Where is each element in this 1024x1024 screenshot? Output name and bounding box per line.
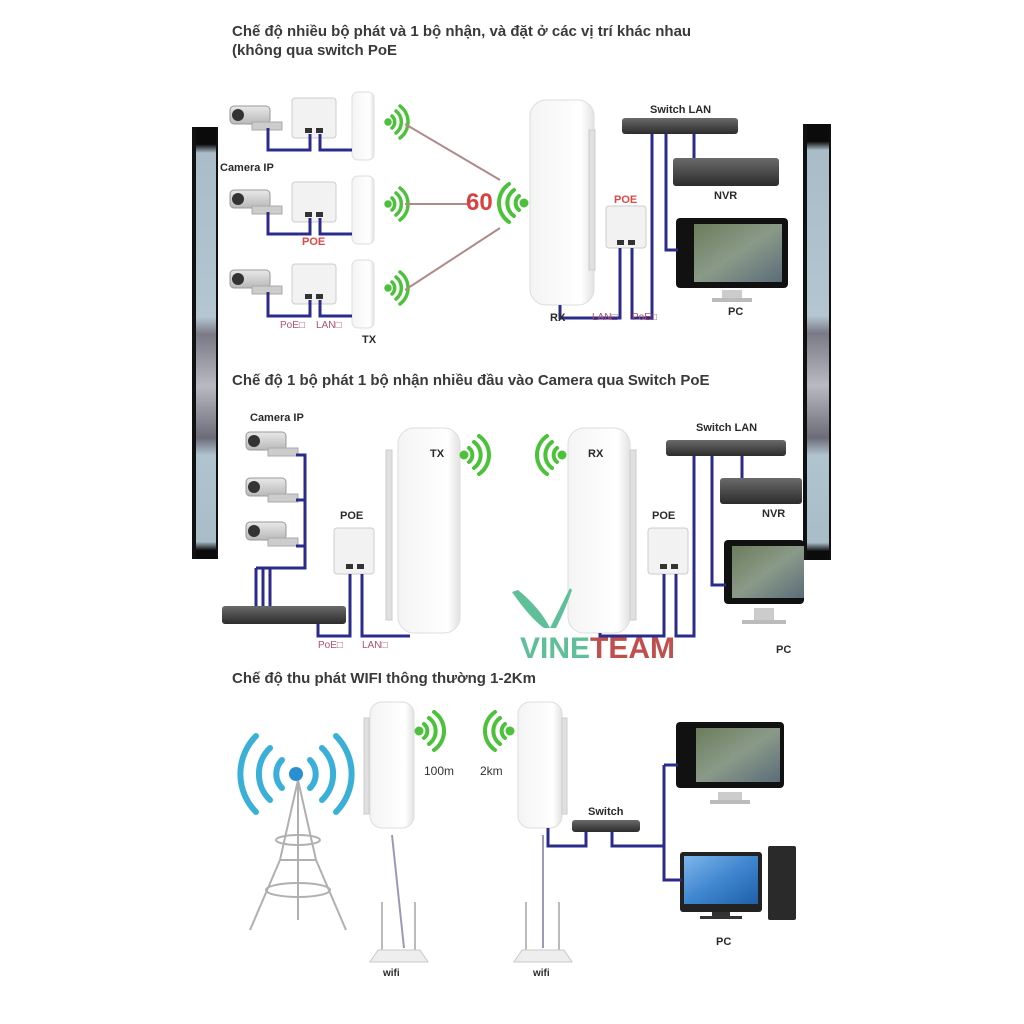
rx-access-point-icon bbox=[517, 701, 568, 829]
radio-tower-icon bbox=[249, 779, 347, 931]
tx-access-point-icon bbox=[351, 91, 375, 161]
wifi-left-label: wifi bbox=[383, 968, 400, 979]
rx-poe-device-label: POE bbox=[614, 194, 638, 206]
pc-label: PC bbox=[728, 306, 744, 318]
rx-poe-port-label: PoE□ bbox=[632, 312, 657, 323]
ip-camera-icon bbox=[229, 105, 283, 131]
poe-left-label: POE bbox=[340, 510, 364, 522]
ip-camera-icon bbox=[245, 431, 299, 457]
link-lines bbox=[404, 123, 501, 291]
section3-heading: Chế độ thu phát WIFI thông thường 1-2Km bbox=[232, 670, 536, 687]
poe-right-label: POE bbox=[652, 510, 676, 522]
nvr-label: NVR bbox=[762, 508, 786, 520]
switch-lan-label: Switch LAN bbox=[696, 422, 758, 434]
poe-injector-icon bbox=[291, 97, 337, 139]
surveillance-monitor-icon bbox=[676, 722, 784, 804]
tx-access-point-icon bbox=[363, 701, 415, 829]
section1-heading-line1: Chế độ nhiều bộ phát và 1 bộ nhận, và đặ… bbox=[232, 23, 692, 40]
wifi-signal-icon bbox=[414, 710, 447, 752]
switch-lan-icon bbox=[666, 440, 786, 456]
angle-label: 60 bbox=[466, 189, 493, 216]
desktop-pc-icon bbox=[680, 846, 796, 920]
wifi-router-icon bbox=[513, 835, 573, 963]
cables bbox=[546, 763, 682, 882]
cables bbox=[558, 134, 696, 320]
cables bbox=[266, 128, 352, 318]
nvr-icon bbox=[673, 158, 779, 186]
camera-ip-label: Camera IP bbox=[250, 412, 304, 424]
poe-injector-icon bbox=[647, 527, 689, 575]
lan-port-label: LAN□ bbox=[316, 320, 342, 331]
switch-lan-icon bbox=[622, 118, 738, 134]
lan-port-label: LAN□ bbox=[362, 640, 388, 651]
pc-monitor-icon bbox=[676, 218, 788, 302]
wing-logo-icon bbox=[512, 588, 572, 628]
wifi-router-icon bbox=[369, 834, 429, 963]
section1-heading: Chế độ nhiều bộ phát và 1 bộ nhận, và đặ… bbox=[232, 22, 691, 60]
wifi-signal-icon bbox=[496, 182, 529, 224]
tx-access-point-icon bbox=[385, 427, 461, 634]
nvr-icon bbox=[720, 478, 802, 504]
pc-monitor-icon bbox=[724, 540, 804, 624]
wifi-signal-icon bbox=[384, 104, 410, 140]
rx-lan-port-label: LAN□ bbox=[592, 312, 618, 323]
wifi-signal-icon bbox=[384, 270, 410, 306]
nvr-label: NVR bbox=[714, 190, 738, 202]
cables bbox=[316, 574, 410, 638]
right-background-panel bbox=[803, 124, 831, 560]
vineteam-watermark: VINETEAM bbox=[512, 588, 676, 666]
poe-port-label: PoE□ bbox=[280, 320, 305, 331]
tx-label: TX bbox=[362, 334, 377, 346]
wifi-signal-icon bbox=[459, 434, 492, 476]
ip-camera-icon bbox=[229, 189, 283, 215]
left-background-panel bbox=[192, 127, 218, 559]
tx-label: TX bbox=[430, 448, 445, 460]
distance-rx-label: 2km bbox=[480, 764, 503, 778]
ip-camera-icon bbox=[245, 521, 299, 547]
rx-label: RX bbox=[588, 448, 604, 460]
distance-tx-label: 100m bbox=[424, 764, 455, 778]
tx-access-point-icon bbox=[351, 259, 375, 329]
wifi-signal-icon bbox=[534, 434, 567, 476]
poe-label: POE bbox=[302, 236, 326, 248]
ip-camera-icon bbox=[245, 477, 299, 503]
camera-ip-label: Camera IP bbox=[220, 162, 274, 174]
poe-injector-icon bbox=[333, 527, 375, 575]
wifi-signal-icon bbox=[482, 710, 515, 752]
cables bbox=[254, 453, 307, 608]
ip-camera-icon bbox=[229, 269, 283, 295]
pc-label: PC bbox=[716, 936, 732, 948]
section2-heading: Chế độ 1 bộ phát 1 bộ nhận nhiều đầu vào… bbox=[232, 372, 710, 389]
switch-icon bbox=[572, 820, 640, 832]
poe-injector-icon bbox=[291, 263, 337, 305]
tower-signal-icon bbox=[237, 733, 355, 815]
watermark-part2: TEAM bbox=[590, 632, 676, 665]
rx-access-point-icon bbox=[529, 99, 596, 306]
wifi-right-label: wifi bbox=[533, 968, 550, 979]
wifi-signal-icon bbox=[384, 186, 410, 222]
switch-label: Switch bbox=[588, 806, 624, 818]
pc-label: PC bbox=[776, 644, 792, 656]
poe-port-label: PoE□ bbox=[318, 640, 343, 651]
tx-access-point-icon bbox=[351, 175, 375, 245]
poe-switch-icon bbox=[222, 606, 346, 624]
poe-injector-icon bbox=[605, 205, 647, 249]
switch-lan-label: Switch LAN bbox=[650, 104, 712, 116]
watermark-part1: VINE bbox=[520, 632, 591, 665]
poe-injector-icon bbox=[291, 181, 337, 223]
section1-heading-line2: (không qua switch PoE bbox=[232, 42, 398, 59]
rx-label: RX bbox=[550, 312, 566, 324]
cables bbox=[598, 456, 744, 638]
